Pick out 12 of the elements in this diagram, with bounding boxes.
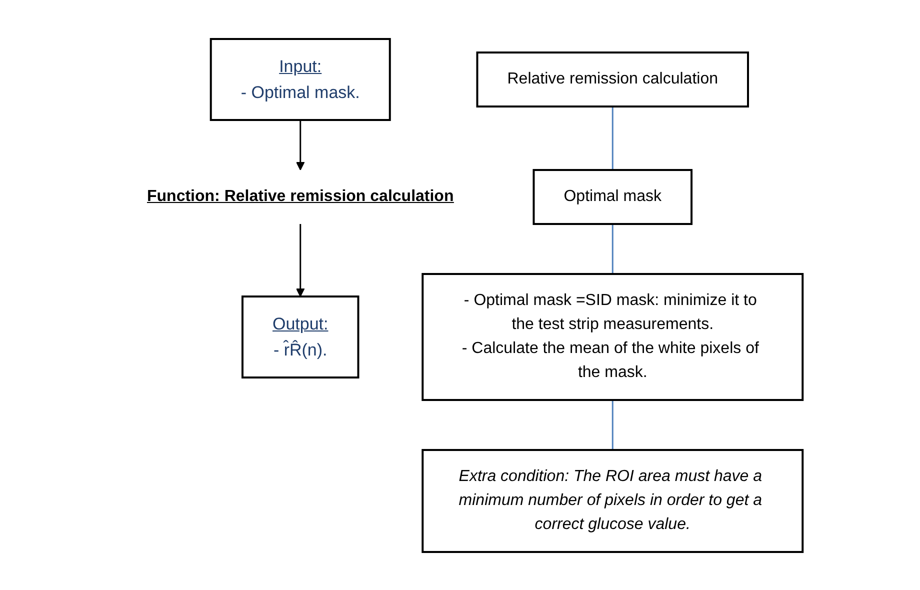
arrow xyxy=(296,224,305,296)
node-box: Extra condition: The ROI area must have a minimum number of pixels in order to get a correct glucose value. xyxy=(422,448,804,552)
node-box: Input: - Optimal mask. xyxy=(210,38,392,120)
node-box: Optimal mask xyxy=(532,168,693,224)
node-box: Relative remission calculation xyxy=(476,51,750,107)
connector xyxy=(612,106,614,170)
arrow xyxy=(296,120,305,170)
node-box: - Optimal mask =SID mask: minimize it to the test strip measurements. - Calculate the mean of the white pixels of the mask. xyxy=(422,272,804,400)
connector xyxy=(612,400,614,450)
node-text: Function: Relative remission calculation xyxy=(147,187,454,204)
node-box: Output: - r̂R̂(n). xyxy=(242,295,360,378)
connector xyxy=(612,224,614,274)
